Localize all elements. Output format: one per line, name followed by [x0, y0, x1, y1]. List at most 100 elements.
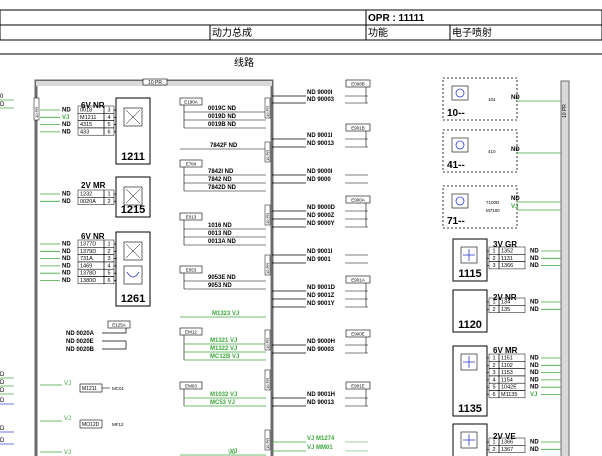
splice-box [179, 381, 203, 390]
right-wire-label: VJ MM01 [307, 445, 333, 451]
connector-1211-type: 6V NR [81, 101, 105, 110]
wire-code: 135 [501, 307, 510, 313]
pin-cell [498, 305, 526, 313]
wire-code: 1042E [501, 385, 517, 391]
wire-code: 1153 [501, 370, 513, 376]
component-41-- [442, 129, 518, 173]
splice-box [345, 123, 371, 132]
right-wire-label: ND 9001D [307, 285, 336, 291]
component-10-- [442, 77, 518, 121]
splice-wire-label: 9053E ND [208, 275, 236, 281]
wire-color: ND [62, 249, 71, 255]
splice-box [179, 159, 203, 168]
right-wire-label: ND 9000I [307, 169, 333, 175]
wire-code: 1352 [501, 249, 513, 255]
pin-number: 5 [107, 122, 110, 128]
connector-2v-ve [452, 423, 488, 456]
wire-color: ND [511, 95, 520, 101]
pin-number: 1 [107, 192, 110, 198]
pin-number: 6 [107, 129, 110, 135]
wire-color: ND [530, 263, 539, 269]
splice-wire-label: 1016 ND [208, 223, 232, 229]
left-edge-fragment: D [0, 380, 5, 386]
opr-number: OPR : 11111 [368, 13, 425, 24]
right-wire-label: ND 90013 [307, 141, 335, 147]
splice-wire-label: VJ [230, 449, 237, 455]
wire-color: ND [530, 447, 539, 453]
wire-color: ND [62, 199, 71, 205]
component-id: 71-- [447, 216, 465, 227]
wire-code: 7100D [486, 200, 500, 205]
wire [102, 341, 127, 350]
splice-wire-label: 7842 ND [208, 177, 232, 183]
wire-color: ND [511, 196, 520, 202]
function-label: 功能 [368, 26, 388, 39]
component-id: 41-- [447, 160, 465, 171]
component-71-- [442, 185, 518, 229]
wire-code: 1366 [501, 263, 513, 269]
rail-tag [264, 429, 271, 451]
splice-wire-label: 0019C ND [208, 106, 237, 112]
right-wire-label: ND 90003 [307, 97, 335, 103]
harness-rail-right [560, 80, 570, 456]
rail-tag [264, 369, 271, 391]
injector-icon-glyph [455, 88, 465, 98]
pin-cell [498, 445, 526, 453]
right-wire-label: ND 9000 [307, 177, 331, 183]
wire-code: 1232 [80, 192, 92, 198]
connector-1261-type: 6V NR [81, 232, 105, 241]
pin-number: 3 [107, 256, 110, 262]
rail-tag-label: 10 PR [265, 438, 270, 449]
splice-wire-label: 0013A ND [208, 239, 236, 245]
connector-1211-id: 1211 [121, 151, 145, 163]
splice-wire-label: 0019D ND [208, 114, 237, 120]
wire-color: ND [530, 385, 539, 391]
rail-tag [264, 254, 271, 276]
splice-box-label: E901E [351, 384, 365, 389]
connector-1115-id: 1115 [458, 268, 481, 280]
pin-number: 5 [107, 271, 110, 277]
connector-type: 6V MR [493, 346, 518, 355]
pin-cell [498, 261, 526, 270]
rail-tag [264, 141, 271, 163]
pin-number: 1 [107, 242, 110, 248]
group-name: 动力总成 [212, 26, 252, 39]
wire-code: 1380D [80, 278, 96, 284]
sensor-icon [123, 241, 143, 261]
connector-1211 [115, 97, 151, 165]
pin-number: 2 [492, 256, 495, 262]
left-edge-fragment: 0 [0, 94, 4, 100]
rail-tag [264, 204, 271, 226]
relay-icon [460, 246, 478, 264]
right-wire-label: ND 9001 [307, 257, 331, 263]
connector-type: 3V GR [493, 240, 517, 249]
splice-wire-label: M1323 VJ [212, 311, 239, 317]
wire-code: 4315 [80, 122, 92, 128]
splice-box [107, 320, 131, 329]
connector-1115 [452, 238, 488, 282]
right-wire-label: ND 9001I [307, 133, 333, 139]
pin-number: 1 [492, 440, 495, 446]
main-connector-label: 10 PR [148, 80, 162, 86]
splice-wire-label: 7842D ND [208, 185, 237, 191]
wire-color: ND [62, 122, 71, 128]
wire-code: M7100 [486, 208, 500, 213]
rail-tag-label: 10 PR [265, 213, 270, 224]
splice-box [345, 381, 371, 390]
pin-number: 6 [107, 278, 110, 284]
wire-color: ND [530, 370, 539, 376]
pin-number: 4 [492, 377, 495, 383]
rail-tag-label: 10 PR [265, 378, 270, 389]
right-wire-label: ND 9001I [307, 249, 333, 255]
wire-color: ND [62, 263, 71, 269]
wire-code: 410 [488, 149, 496, 154]
wire-code: 1367 [501, 447, 513, 453]
rail-tag [264, 97, 271, 119]
splice-box [345, 275, 371, 284]
wire-color: ND [62, 108, 71, 114]
section-title: 线路 [234, 56, 254, 69]
connector-code: MC01 [112, 386, 125, 391]
sensor-icon-2-wave [126, 271, 140, 278]
right-wire-label: ND 9000H [307, 339, 335, 345]
wire-color: VJ [64, 416, 71, 422]
